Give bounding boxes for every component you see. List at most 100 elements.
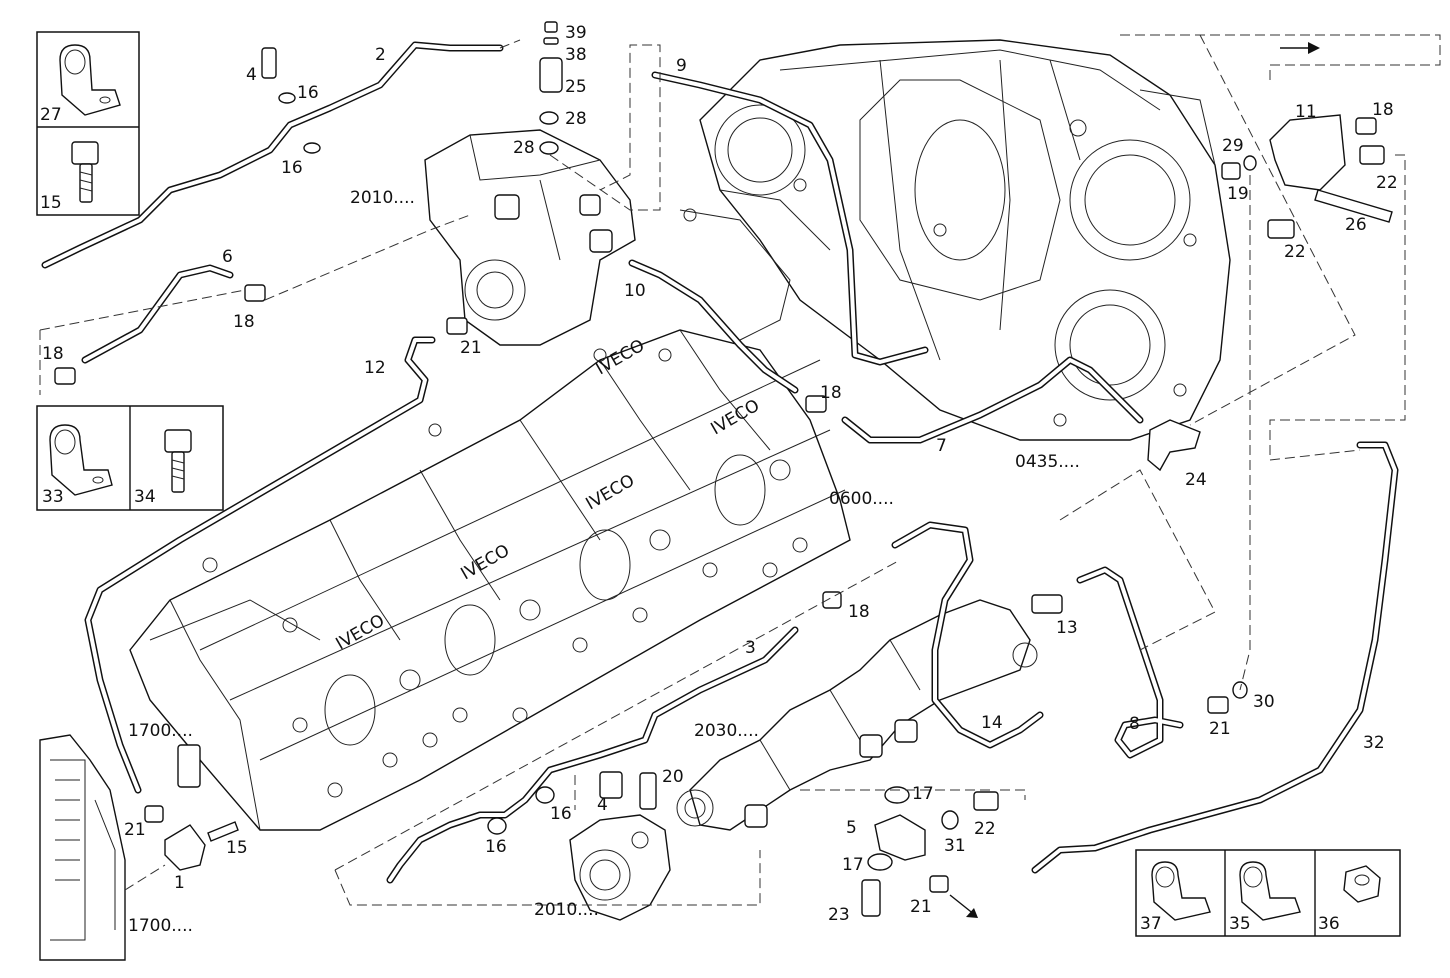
fitting-21-icon bbox=[929, 875, 949, 893]
common-rail-assembly bbox=[676, 599, 1038, 831]
fitting-19-icon bbox=[1221, 162, 1241, 180]
ecu-module bbox=[39, 734, 126, 961]
callout-30: 30 bbox=[1253, 692, 1275, 712]
callout-29: 29 bbox=[1222, 136, 1244, 156]
inset-label: 34 bbox=[134, 487, 156, 507]
union-1-icon bbox=[164, 824, 206, 871]
iveco-marks: IVECO IVECO IVECO IVECO IVECO bbox=[333, 336, 764, 655]
iveco-mark: IVECO bbox=[333, 611, 389, 655]
callout-18: 18 bbox=[1372, 100, 1394, 120]
callout-3: 3 bbox=[745, 638, 756, 658]
callout-20: 20 bbox=[662, 767, 684, 787]
callout-18: 18 bbox=[233, 312, 255, 332]
callout-12: 12 bbox=[364, 358, 386, 378]
callout-38: 38 bbox=[565, 45, 587, 65]
hex-nut-icon bbox=[1343, 865, 1381, 903]
callout-17: 17 bbox=[912, 784, 934, 804]
iveco-mark: IVECO bbox=[583, 471, 639, 515]
bolt-4-icon bbox=[261, 47, 277, 79]
fitting-18-icon bbox=[54, 367, 76, 385]
callout-2010: 2010.... bbox=[350, 188, 415, 208]
bolt-26-icon bbox=[1314, 189, 1393, 223]
seal-ring-31-icon bbox=[941, 810, 959, 830]
fittings bbox=[54, 21, 1393, 918]
inset-label: 33 bbox=[42, 487, 64, 507]
callout-15: 15 bbox=[226, 838, 248, 858]
callout-26: 26 bbox=[1345, 215, 1367, 235]
fitting-22-icon bbox=[973, 791, 999, 811]
callout-8: 8 bbox=[1129, 714, 1140, 734]
bolt-15-icon bbox=[207, 821, 239, 842]
callout-11: 11 bbox=[1295, 102, 1317, 122]
callout-21: 21 bbox=[910, 897, 932, 917]
callout-1: 1 bbox=[174, 873, 185, 893]
banjo-bolt-23-icon bbox=[861, 879, 881, 917]
fuel-pump-assembly bbox=[424, 129, 636, 346]
callout-4: 4 bbox=[597, 795, 608, 815]
tee-fitting-24-icon bbox=[1147, 419, 1201, 472]
engine-block-outline bbox=[699, 39, 1231, 441]
callout-16: 16 bbox=[281, 158, 303, 178]
callout-16: 16 bbox=[485, 837, 507, 857]
callout-31: 31 bbox=[944, 836, 966, 856]
callout-18: 18 bbox=[42, 344, 64, 364]
seal-ring-28-icon bbox=[539, 141, 559, 155]
inset-label: 37 bbox=[1140, 914, 1162, 934]
callout-labels: 39 38 25 28 28 2 4 16 16 9 2010.... 6 18… bbox=[42, 23, 1398, 936]
screw-39-icon bbox=[544, 21, 558, 33]
callout-24: 24 bbox=[1185, 470, 1207, 490]
callout-10: 10 bbox=[624, 281, 646, 301]
inset-label: 15 bbox=[40, 193, 62, 213]
fuel-pipes bbox=[41, 41, 1399, 884]
fitting-18-icon bbox=[805, 395, 827, 413]
callout-14: 14 bbox=[981, 713, 1003, 733]
callout-6: 6 bbox=[222, 247, 233, 267]
callout-0435: 0435.... bbox=[1015, 452, 1080, 472]
callout-28: 28 bbox=[513, 138, 535, 158]
seal-ring-28-icon bbox=[539, 111, 559, 125]
callout-23: 23 bbox=[828, 905, 850, 925]
fitting-13-icon bbox=[1031, 594, 1063, 614]
pipe-clamp-icon bbox=[1151, 861, 1211, 921]
seal-ring-17-icon bbox=[884, 786, 910, 804]
callout-28: 28 bbox=[565, 109, 587, 129]
fitting-21-icon bbox=[1207, 696, 1229, 714]
callout-39: 39 bbox=[565, 23, 587, 43]
inset-label: 36 bbox=[1318, 914, 1340, 934]
callout-22: 22 bbox=[1284, 242, 1306, 262]
inset-top-left: 27 15 bbox=[36, 31, 140, 216]
priming-pump-assembly bbox=[569, 814, 671, 921]
callout-21: 21 bbox=[1209, 719, 1231, 739]
inset-label: 27 bbox=[40, 105, 62, 125]
callout-1700: 1700.... bbox=[128, 916, 193, 936]
flange-bolt-icon bbox=[164, 429, 192, 493]
callout-0600: 0600.... bbox=[829, 489, 894, 509]
callout-1700: 1700.... bbox=[128, 721, 193, 741]
seal-ring-16-icon bbox=[535, 786, 555, 804]
inset-label: 35 bbox=[1229, 914, 1251, 934]
cylinder-head-outline bbox=[129, 208, 851, 831]
callout-2010: 2010.... bbox=[534, 900, 599, 920]
callout-2: 2 bbox=[375, 45, 386, 65]
fitting-18-icon bbox=[244, 284, 266, 302]
callout-32: 32 bbox=[1363, 733, 1385, 753]
callout-5: 5 bbox=[846, 818, 857, 838]
fitting-21-icon bbox=[144, 805, 164, 823]
inset-mid-left: 33 34 bbox=[36, 405, 224, 511]
fitting-20-icon bbox=[639, 772, 657, 810]
callout-18: 18 bbox=[820, 383, 842, 403]
inset-bottom-right: 37 35 36 bbox=[1135, 849, 1401, 937]
washer-38-icon bbox=[543, 37, 559, 45]
pipe-clamp-icon bbox=[59, 44, 121, 116]
callout-19: 19 bbox=[1227, 184, 1249, 204]
callout-4: 4 bbox=[246, 65, 257, 85]
sensor-icon bbox=[177, 744, 201, 788]
bracket-11-icon bbox=[1269, 114, 1346, 191]
callout-17: 17 bbox=[842, 855, 864, 875]
fitting-22-icon bbox=[1267, 219, 1295, 239]
fitting-18-icon bbox=[1355, 117, 1377, 135]
bolt-4-icon bbox=[599, 771, 623, 799]
callout-22: 22 bbox=[1376, 173, 1398, 193]
